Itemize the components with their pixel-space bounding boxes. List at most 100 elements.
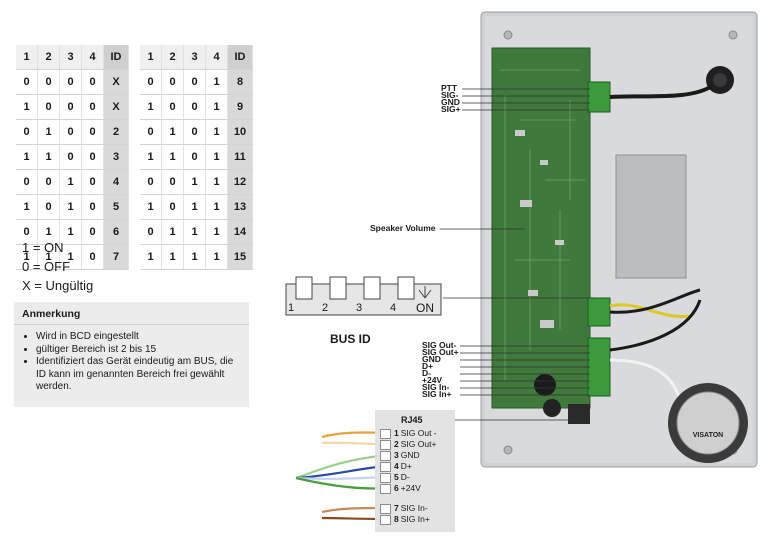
pin-square-icon <box>380 472 391 483</box>
table-cell: 1 <box>59 244 82 270</box>
table-cell: 0 <box>140 119 162 145</box>
table-cell: 1 <box>16 144 38 170</box>
pin-square-icon <box>380 514 391 525</box>
table-cell: 1 <box>140 194 162 220</box>
pin-number: 1 <box>394 428 399 438</box>
pin-square-icon <box>380 461 391 472</box>
pin-number: 6 <box>394 483 399 493</box>
table-cell: 0 <box>183 119 206 145</box>
table-cell: 0 <box>183 94 206 120</box>
table-cell: 0 <box>59 144 82 170</box>
table-cell: 0 <box>16 69 38 95</box>
label-gnd-bottom: GND <box>422 354 441 364</box>
table-cell: 0 <box>59 119 82 145</box>
label-sig-in-minus: SIG In- <box>422 382 450 392</box>
note-box: Anmerkung Wird in BCD eingestellt gültig… <box>14 302 249 407</box>
table-cell: 0 <box>59 69 82 95</box>
table-cell-id: X <box>103 69 129 95</box>
table-cell: 0 <box>16 169 38 195</box>
table-cell-id: 9 <box>227 94 253 120</box>
table-cell: 1 <box>161 144 184 170</box>
metal-plate <box>615 154 687 279</box>
legend-on: 1 = ON <box>22 240 64 255</box>
legend-off: 0 = OFF <box>22 259 71 274</box>
pin-square-icon <box>380 483 391 494</box>
table-cell: 0 <box>81 69 104 95</box>
table-cell: 0 <box>161 94 184 120</box>
table-cell: 1 <box>183 194 206 220</box>
table-cell-id: 8 <box>227 69 253 95</box>
dip-number-4: 4 <box>390 302 397 314</box>
table-cell: 1 <box>205 219 228 245</box>
pin-label: +24V <box>400 483 421 493</box>
pin-label: GND <box>400 450 420 460</box>
table-cell-id: 5 <box>103 194 129 220</box>
note-list: Wird in BCD eingestellt gültiger Bereich… <box>14 331 249 394</box>
table-header-cell: ID <box>103 45 129 70</box>
table-cell-id: 14 <box>227 219 253 245</box>
table-cell: 1 <box>183 244 206 270</box>
pin-number: 3 <box>394 450 399 460</box>
table-cell: 1 <box>37 244 60 270</box>
table-cell: 0 <box>161 169 184 195</box>
pin-number: 5 <box>394 472 399 482</box>
table-cell: 0 <box>140 169 162 195</box>
label-sig-out-minus: SIG Out- <box>422 340 457 350</box>
leader-line-rj45 <box>455 412 577 421</box>
table-cell: 1 <box>205 169 228 195</box>
table-cell: 1 <box>59 194 82 220</box>
screw-icon <box>503 30 513 40</box>
pin-label: D+ <box>400 461 412 471</box>
table-cell: 0 <box>37 69 60 95</box>
cable-black-power <box>609 288 701 314</box>
label-d-minus: D- <box>422 368 431 378</box>
pin-number: 8 <box>394 514 399 524</box>
table-cell: 0 <box>140 219 162 245</box>
table-cell-id: 3 <box>103 144 129 170</box>
speaker-brand: VISATON <box>693 432 723 439</box>
table-cell: 0 <box>16 219 38 245</box>
rj45-jack <box>568 404 590 424</box>
table-cell: 0 <box>161 194 184 220</box>
legend-invalid: X = Ungültig <box>22 278 94 293</box>
table-header-row: 1 2 3 4 ID <box>16 45 129 70</box>
legend: 1 = ON 0 = OFF X = Ungültig <box>22 238 93 295</box>
table-cell: 0 <box>183 69 206 95</box>
dip-switch: 1 2 3 4 ON <box>285 276 443 316</box>
pin-label: SIG Out+ <box>400 439 437 449</box>
table-cell-id: 7 <box>103 244 129 270</box>
table-cell: 1 <box>205 244 228 270</box>
table-cell: 1 <box>161 119 184 145</box>
table-cell: 0 <box>81 169 104 195</box>
table-cell: 0 <box>183 144 206 170</box>
cable-black-speaker <box>609 299 702 352</box>
pin-number: 2 <box>394 439 399 449</box>
rj45-pin: 6+24V <box>380 483 450 494</box>
pin-label: SIG In+ <box>400 514 430 524</box>
note-item: Identifiziert das Gerät eindeutig am BUS… <box>36 356 243 394</box>
label-sig-in-plus: SIG In+ <box>422 389 452 399</box>
table-cell: 0 <box>81 144 104 170</box>
pin-label: SIG In- <box>400 503 428 513</box>
label-sig-out-plus: SIG Out+ <box>422 347 459 357</box>
bus-id-caption: BUS ID <box>330 332 371 346</box>
table-cell-id: 6 <box>103 219 129 245</box>
table-cell: 0 <box>81 194 104 220</box>
pin-square-icon <box>380 450 391 461</box>
note-title: Anmerkung <box>14 302 249 325</box>
table-header-cell: ID <box>227 45 253 70</box>
table-cell: 0 <box>81 94 104 120</box>
capacitor <box>543 399 561 417</box>
table-header-row: 1 2 3 4 ID <box>140 45 253 70</box>
pin-number: 7 <box>394 503 399 513</box>
